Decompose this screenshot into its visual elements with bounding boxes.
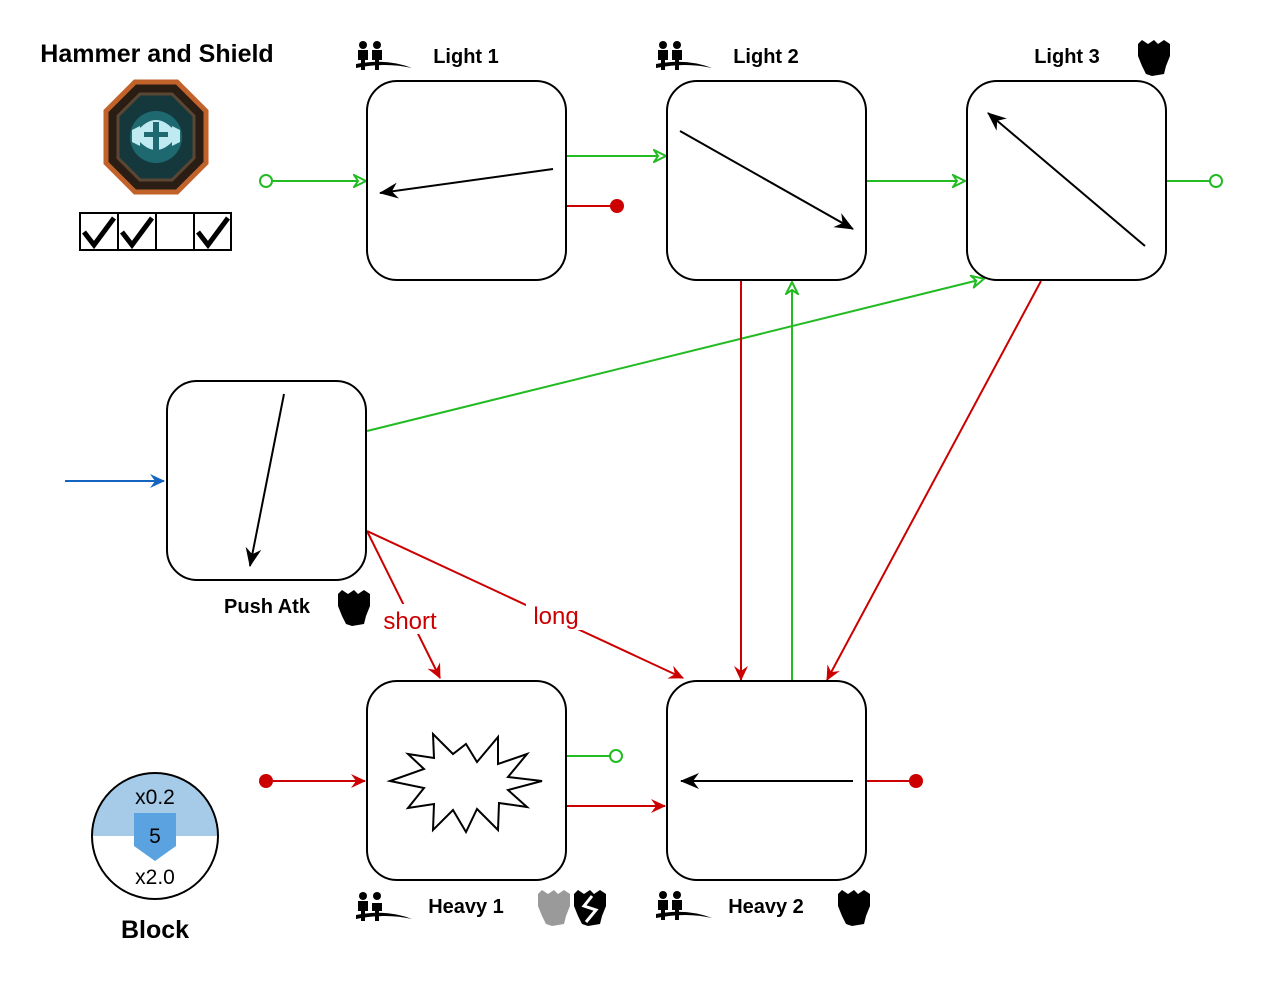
edges <box>65 156 1223 813</box>
diagram-title: Hammer and Shield <box>40 40 273 68</box>
node-heavy1 <box>366 680 567 881</box>
light-exit-point <box>1209 174 1223 188</box>
light1-heavy-exit-point <box>610 199 624 213</box>
heavy2-exit-point <box>909 774 923 788</box>
checkmark-icon <box>196 216 231 250</box>
node-label-light1: Light 1 <box>433 46 499 68</box>
gray-armor-icon <box>538 890 570 926</box>
broken-armor-icon <box>574 890 606 926</box>
impact-burst-icon <box>386 731 543 835</box>
node-light2 <box>666 80 867 281</box>
edge-label-short: short <box>383 608 437 635</box>
node-label-light3: Light 3 <box>1034 46 1100 68</box>
node-label-heavy1: Heavy 1 <box>428 896 504 918</box>
armor-icon <box>1138 40 1170 76</box>
node-label-heavy2: Heavy 2 <box>728 896 804 918</box>
edge-light3-heavy2 <box>826 280 1042 681</box>
armor-icon <box>838 890 870 926</box>
checkmark-icon <box>120 216 155 250</box>
heavy1-exit-point <box>609 749 623 763</box>
heavy-entry-point <box>259 774 273 788</box>
edge-label-long: long <box>533 603 578 630</box>
light-entry-point <box>259 174 273 188</box>
node-label-push-atk: Push Atk <box>224 596 311 618</box>
checkmark-icon <box>82 216 117 250</box>
direction-arrow-down <box>245 393 285 567</box>
node-push-atk <box>166 380 367 581</box>
node-heavy2 <box>666 680 867 881</box>
broken-person-icon <box>356 892 412 921</box>
node-label-light2: Light 2 <box>733 46 799 68</box>
block-label: Block <box>121 916 189 944</box>
direction-arrow-down-right <box>679 130 854 230</box>
direction-arrow-up-left <box>987 112 1146 247</box>
node-light1 <box>366 80 567 281</box>
armor-icon <box>338 590 370 626</box>
direction-arrow-left <box>379 168 554 199</box>
edge-push-light3 <box>366 279 983 432</box>
hammer-shield-ability-icon <box>103 79 209 195</box>
charge-checkboxes <box>79 212 232 251</box>
two-person-icon <box>356 41 412 70</box>
two-person-icon <box>656 41 712 70</box>
edge-push-heavy2-long <box>366 530 684 679</box>
block-bottom-multiplier: x2.0 <box>135 866 175 889</box>
block-shield-icon <box>134 813 176 861</box>
block-value: 5 <box>149 825 161 848</box>
checkbox-3 <box>155 212 195 251</box>
two-person-icon <box>656 891 712 920</box>
block-top-multiplier: x0.2 <box>135 786 175 809</box>
node-light3 <box>966 80 1167 281</box>
